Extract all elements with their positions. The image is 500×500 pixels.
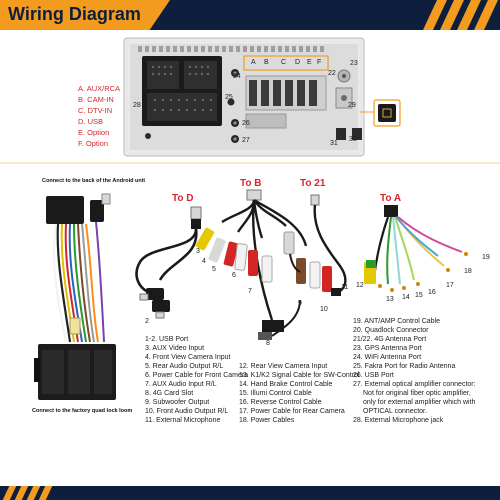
harness-number-11: 11: [341, 284, 349, 291]
caption-bottom: Connect to the factory quad lock loom: [32, 408, 133, 414]
harness-number-2: 2: [145, 318, 149, 325]
harness-number-16: 16: [428, 289, 436, 296]
port-list-3-item: only for external amplifier which with: [363, 399, 476, 406]
port-list-3-item: OPTICAL connector.: [363, 408, 427, 415]
usb-cable: [135, 206, 202, 319]
port-list-3-item: 28. External Microphone jack: [353, 417, 444, 424]
harness-number-1: 1: [165, 300, 169, 307]
panel-number-29: 29: [348, 102, 356, 109]
port-list-1-item: 10. Front Audio Output R/L: [145, 408, 229, 415]
port-list-2-item: 14. Hand Brake Control Cable: [239, 381, 333, 388]
camera-cable: [271, 299, 301, 337]
title-accent-block: [0, 0, 170, 30]
port-list-3-item: 23. GPS Antenna Port: [353, 345, 422, 352]
legend-item-c: C. DTV-IN: [78, 106, 113, 115]
panel-letter-e: E: [307, 59, 312, 66]
panel-number-28: 28: [133, 102, 141, 109]
port-list-1-item: 7. AUX Audio Input R/L: [145, 381, 217, 388]
port-list-2-item: 12. Rear View Camera Input: [239, 363, 328, 370]
page-title: Wiring Diagram: [8, 4, 141, 24]
panel-number-24: 24: [233, 73, 241, 80]
antenna-cable: [310, 194, 347, 296]
port-list-1-item: 11. External Microphone: [145, 417, 221, 424]
panel-letter-f: F: [317, 59, 322, 66]
port-list-3-item: Not for original fiber optic amplifier,: [363, 390, 471, 397]
harness-number-12: 12: [356, 282, 364, 289]
panel-number-27: 27: [242, 137, 250, 144]
harness-number-19: 19: [482, 254, 490, 261]
rca-harness: [195, 189, 332, 340]
legend-item-b: B. CAM-IN: [78, 95, 114, 104]
panel-number-22: 22: [328, 70, 336, 77]
port-list-3-item: 24. WiFi Antenna Port: [353, 354, 422, 361]
port-list-1-item: 1-2. USB Port: [145, 336, 189, 343]
tag-to-b: To B: [240, 178, 262, 189]
harness-number-9: 9: [298, 300, 302, 307]
caption-top: Connect to the back of the Android unit: [42, 178, 146, 184]
panel-letter-c: C: [281, 59, 287, 66]
port-list-2-item: 18. Power Cables: [239, 417, 295, 424]
tag-to-a: To A: [380, 193, 402, 204]
bottom-stripe: [38, 486, 53, 500]
port-list-2-item: 16. Reverse Control Cable: [239, 399, 322, 406]
power-harness: [364, 205, 468, 292]
port-list-2-item: 13. K1/K2 Signal Cable for SW-Control: [239, 372, 360, 379]
panel-number-30: 30: [349, 136, 357, 143]
harness-number-7: 7: [248, 288, 252, 295]
port-list-2-item: 15. Illumi Control Cable: [239, 390, 312, 397]
legend-item-f: F. Option: [78, 139, 109, 148]
harness-number-15: 15: [415, 292, 423, 299]
port-list-1-item: 8. 4G Card Slot: [145, 390, 194, 397]
tag-to-d: To D: [172, 193, 194, 204]
port-list-2-item: 17. Power Cable for Rear Camera: [239, 408, 345, 415]
port-list-3-item: 21/22. 4G Antenna Port: [353, 336, 427, 343]
harness-number-6: 6: [232, 272, 236, 279]
bottom-stripe: [2, 486, 17, 500]
panel-letter-a: A: [251, 59, 256, 66]
legend-item-d: D. USB: [78, 117, 104, 126]
harness-number-5: 5: [212, 266, 216, 273]
port-list-3-item: 20. Quadlock Connector: [353, 327, 429, 334]
panel-number-23: 23: [350, 60, 358, 67]
bottom-stripe: [26, 486, 41, 500]
port-list-1-item: 3. AUX Video Input: [145, 345, 205, 352]
panel-number-25: 25: [225, 94, 233, 101]
harness-number-18: 18: [464, 268, 472, 275]
panel-number-31: 31: [330, 140, 338, 147]
port-list-3-item: 27. External optical amplifier connector…: [353, 381, 476, 388]
quadlock-harness: [34, 193, 116, 400]
port-list-1-item: 6. Power Cable for Front Camera: [145, 372, 249, 379]
harness-number-14: 14: [402, 294, 410, 301]
unit-back-panel: [123, 37, 401, 157]
bottom-stripe: [14, 486, 29, 500]
port-list-1-item: 4. Front View Camera Input: [145, 354, 231, 361]
port-list-3-item: 26. USB Port: [353, 372, 394, 379]
harness-number-4: 4: [202, 258, 206, 265]
harness-number-13: 13: [386, 296, 394, 303]
port-list-1-item: 9. Subwoofer Output: [145, 399, 210, 406]
harness-number-17: 17: [446, 282, 454, 289]
harness-number-3: 3: [196, 248, 200, 255]
tag-to-21: To 21: [300, 178, 326, 189]
panel-letter-b: B: [264, 59, 269, 66]
port-list-1-item: 5. Rear Audio Output R/L: [145, 363, 224, 370]
legend-item-e: E. Option: [78, 128, 110, 137]
panel-letter-d: D: [295, 59, 301, 66]
panel-number-26: 26: [242, 120, 250, 127]
bottom-bar: [0, 486, 500, 500]
port-list-3-item: 25. Fakra Port for Radio Antenna: [353, 363, 456, 370]
harness-number-8: 8: [266, 340, 270, 347]
title-bar: Wiring Diagram: [0, 0, 500, 30]
legend-item-a: A. AUX/RCA: [78, 84, 121, 93]
harness-number-10: 10: [320, 306, 328, 313]
port-list-3-item: 19. ANT/AMP Control Cable: [353, 318, 441, 325]
